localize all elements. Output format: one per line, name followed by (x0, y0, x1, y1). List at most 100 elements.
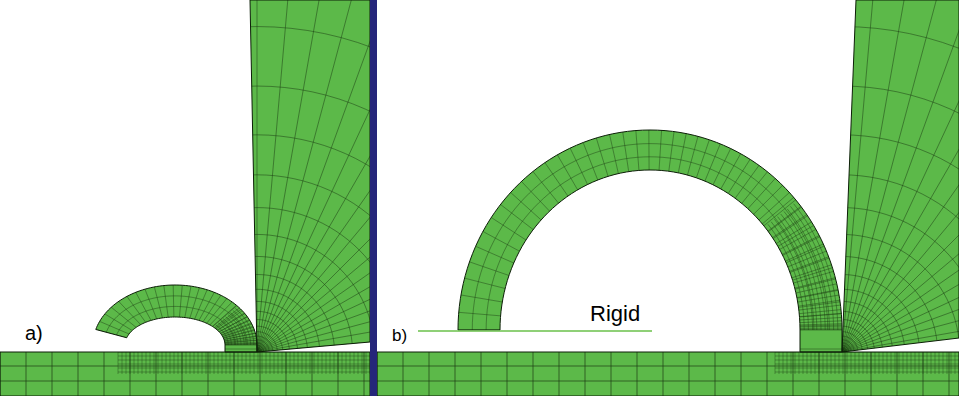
mesh-line (257, 0, 555, 352)
mesh-line (875, 352, 876, 374)
mesh-line (859, 352, 860, 374)
mesh-line (338, 352, 339, 374)
cutting-tool (842, 0, 959, 352)
mesh-line (0, 262, 257, 352)
mesh-line (847, 352, 848, 374)
mesh-line (0, 366, 370, 367)
mesh-line (745, 175, 778, 211)
mesh-line (208, 300, 235, 328)
mesh-line (897, 352, 898, 396)
mesh-line (257, 0, 625, 352)
mesh-line (444, 18, 842, 352)
workpiece-fine-mesh (118, 352, 370, 374)
mesh-line (695, 136, 711, 182)
mesh-line (122, 352, 123, 374)
mesh-line (686, 132, 699, 178)
mesh-line (786, 255, 833, 273)
mesh-line (150, 352, 151, 374)
mesh-line (823, 352, 824, 374)
mesh-line (827, 352, 828, 374)
mesh-line (519, 178, 553, 214)
mesh-line (943, 352, 944, 374)
mesh-line (779, 234, 823, 257)
mesh-line (116, 299, 142, 327)
mesh-line (819, 352, 820, 396)
mesh-line (298, 352, 299, 374)
mesh-line (234, 352, 235, 374)
mesh-line (274, 352, 275, 374)
mesh-line (118, 352, 119, 374)
mesh-line (0, 0, 257, 352)
mesh-line (222, 340, 260, 343)
mesh-line (767, 352, 768, 396)
mesh-line (173, 282, 175, 320)
mesh-line (774, 223, 817, 248)
mesh-line (775, 352, 776, 374)
mesh-line (257, 0, 302, 352)
mesh-line (719, 150, 743, 192)
mesh-line (765, 204, 805, 234)
mesh-line (803, 352, 804, 374)
mesh-line (216, 315, 250, 333)
mesh-line (294, 352, 295, 374)
mesh-line (530, 168, 561, 206)
mesh-line (796, 325, 846, 326)
mesh-line (508, 0, 842, 352)
mesh-line (770, 213, 811, 240)
mesh-line (842, 262, 959, 352)
mesh-line (775, 364, 959, 365)
mesh-line (507, 352, 508, 396)
mesh-line (791, 352, 792, 374)
mesh-line (775, 372, 959, 373)
chip-mesh (93, 282, 260, 349)
mesh-line (472, 144, 827, 330)
mesh-line (0, 132, 257, 352)
mesh-line (0, 217, 257, 352)
mesh-line (795, 313, 845, 317)
mesh-line (903, 352, 904, 374)
mesh-line (759, 195, 797, 227)
mesh-line (582, 139, 600, 184)
mesh-line (350, 352, 351, 374)
mesh-line (915, 352, 916, 374)
mesh-line (839, 352, 840, 374)
mesh-line (246, 352, 247, 374)
mesh-line (931, 352, 932, 374)
mesh-line (218, 352, 219, 374)
mesh-line (222, 343, 260, 345)
mesh-line (222, 352, 223, 374)
mesh-line (213, 309, 245, 331)
mesh-line (843, 352, 844, 374)
mesh-line (226, 352, 227, 374)
mesh-line (781, 214, 821, 330)
mesh-line (392, 92, 842, 352)
mesh-line (555, 151, 579, 193)
mesh-line (842, 0, 932, 352)
mesh-line (230, 352, 231, 374)
mesh-line (775, 360, 959, 361)
mesh-line (733, 162, 762, 202)
mesh-line (703, 140, 721, 185)
mesh-line (366, 352, 367, 374)
mesh-line (774, 219, 812, 330)
mesh-line (955, 352, 956, 374)
mesh-line (842, 0, 959, 352)
mesh-line (346, 352, 347, 374)
chip (458, 130, 842, 352)
mesh-line (186, 352, 187, 374)
mesh-line (52, 352, 53, 396)
mesh-line (354, 352, 355, 374)
mesh-line (282, 352, 283, 374)
mesh-line (595, 134, 609, 180)
mesh-line (508, 190, 545, 223)
mesh-line (40, 135, 474, 352)
mesh-line (257, 92, 707, 352)
mesh-line (334, 352, 335, 374)
mesh-line (951, 352, 952, 374)
mesh-line (636, 127, 640, 175)
mesh-line (324, 307, 842, 352)
mesh-line (170, 352, 171, 374)
mesh-line (609, 131, 620, 178)
mesh-line (154, 352, 155, 374)
